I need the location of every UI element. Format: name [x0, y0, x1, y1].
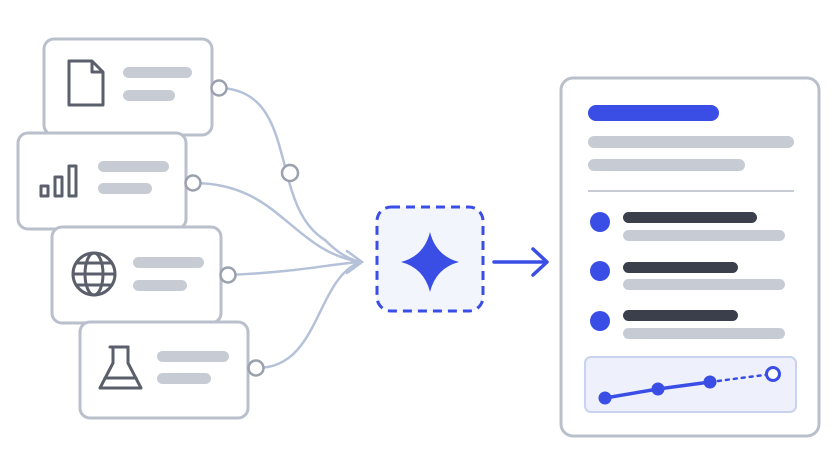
connector-line-globe: [226, 260, 362, 277]
bullet-dot: [590, 212, 610, 232]
report-subtitle-line: [588, 159, 745, 171]
flask-icon: [98, 345, 143, 390]
sparkle-icon: [401, 232, 459, 292]
trend-line-chart-icon: [584, 356, 797, 413]
bullet-dot: [590, 311, 610, 331]
ai-hub: [375, 205, 485, 313]
source-card-line: [123, 90, 175, 101]
connector-line-chart: [191, 181, 362, 264]
bullet-text-line: [623, 279, 785, 290]
bar-chart-icon: [39, 164, 78, 198]
bullet-text-line: [623, 328, 785, 339]
report-subtitle-line: [588, 136, 794, 148]
source-card-globe: [50, 225, 237, 325]
connector-line-document: [219, 86, 362, 264]
bullet-heading-line: [623, 262, 738, 273]
output-arrow: [492, 247, 549, 277]
bullet-heading-line: [623, 212, 757, 223]
document-icon: [67, 59, 105, 107]
connector-arrowhead: [345, 249, 365, 275]
connector-port: [210, 79, 228, 97]
source-card-flask: [78, 320, 265, 420]
report-bullet: [590, 261, 785, 290]
globe-icon: [71, 251, 117, 297]
report-bullet: [590, 310, 785, 339]
source-card-line: [157, 373, 211, 384]
bullet-text-line: [623, 230, 785, 241]
source-card-line: [133, 280, 187, 291]
source-card-line: [123, 67, 192, 78]
report-title-bar: [588, 105, 719, 121]
trend-point: [651, 382, 665, 396]
trend-point: [598, 391, 612, 405]
source-card-line: [98, 161, 169, 172]
source-card-line: [98, 183, 152, 194]
connector-port: [184, 174, 202, 192]
source-card-chart: [16, 131, 202, 231]
connector-lines: [191, 86, 365, 370]
connector-port: [247, 359, 265, 377]
source-card-document: [42, 37, 228, 137]
source-card-line: [157, 351, 229, 362]
junction-node: [280, 163, 300, 183]
bullet-heading-line: [623, 310, 738, 321]
trend-point: [703, 375, 717, 389]
source-card-line: [133, 257, 204, 268]
trend-point-projected: [765, 366, 781, 382]
bullet-dot: [590, 261, 610, 281]
connector-line-flask: [255, 260, 362, 370]
report-card: [559, 76, 821, 438]
report-bullet: [590, 212, 785, 241]
connector-port: [219, 266, 237, 284]
